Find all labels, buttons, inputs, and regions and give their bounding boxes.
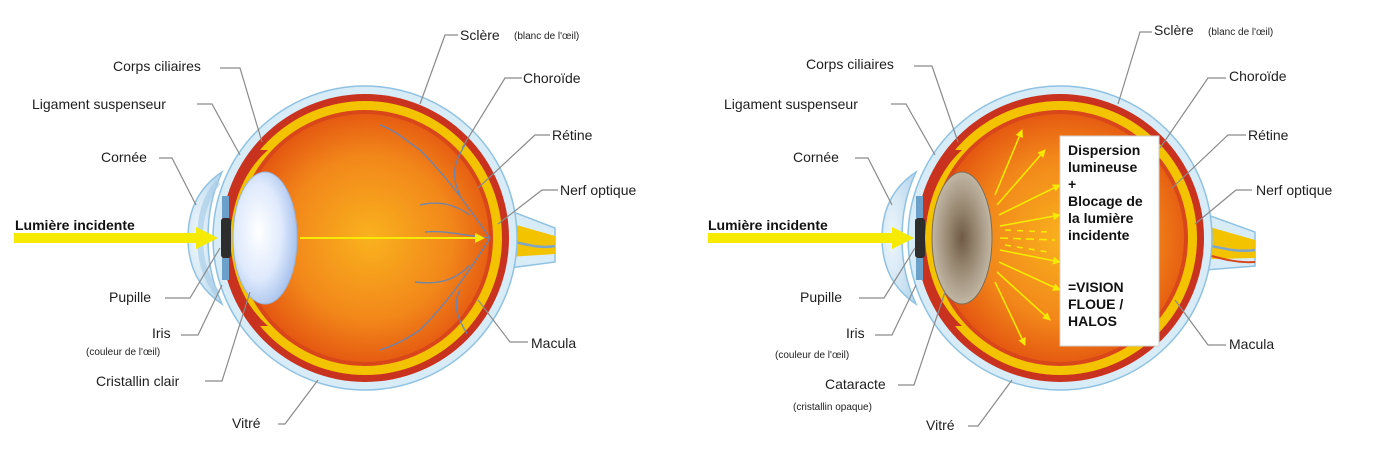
- right-cornea-label: Cornée: [793, 149, 839, 165]
- left-iris-note: (couleur de l'œil): [86, 347, 160, 358]
- right-pupil-label: Pupille: [800, 289, 842, 305]
- right-labels: Lumière incidente Sclère (blanc de l'œil…: [708, 22, 1332, 433]
- right-cataract-label: Cataracte: [825, 376, 886, 392]
- right-retina-label: Rétine: [1248, 127, 1289, 143]
- right-vitreous-label: Vitré: [926, 417, 955, 433]
- cataract-lens-shape: [931, 171, 993, 305]
- callout-line-1: Dispersion: [1068, 142, 1140, 158]
- left-sclera-note: (blanc de l'œil): [514, 31, 579, 42]
- callout-line-5: la lumière: [1068, 210, 1134, 226]
- ciliary-body: [222, 150, 268, 326]
- right-sclera-note: (blanc de l'œil): [1208, 27, 1273, 38]
- callout-box-background: [1059, 135, 1160, 347]
- left-macula-label: Macula: [531, 335, 576, 351]
- right-incident-light-label: Lumière incidente: [708, 217, 828, 233]
- ciliary-body-right: [916, 150, 962, 326]
- right-leader-lines: [855, 31, 1252, 427]
- retinal-vessels: [379, 124, 491, 351]
- left-choroid-label: Choroïde: [523, 70, 581, 86]
- iris-shape-right: [915, 218, 925, 258]
- scattered-light-rays: [994, 129, 1061, 346]
- left-incident-light-label: Lumière incidente: [15, 217, 135, 233]
- right-eye: [708, 85, 1256, 391]
- right-ciliary-label: Corps ciliaires: [806, 56, 894, 72]
- left-lens-label: Cristallin clair: [96, 373, 180, 389]
- right-optic-nerve-label: Nerf optique: [1256, 182, 1332, 198]
- callout-line-4: Blocage de: [1068, 193, 1143, 209]
- callout-box: Dispersion lumineuse + Blocage de la lum…: [1059, 135, 1160, 347]
- iris-shape: [221, 218, 231, 258]
- right-sclera-label: Sclère: [1154, 22, 1194, 38]
- left-ligament-label: Ligament suspenseur: [32, 96, 166, 112]
- left-iris-label: Iris: [152, 325, 171, 341]
- left-cornea-label: Cornée: [101, 149, 147, 165]
- callout-line-2: lumineuse: [1068, 159, 1137, 175]
- right-ligament-label: Ligament suspenseur: [724, 96, 858, 112]
- left-eye: [14, 85, 556, 391]
- left-sclera-label: Sclère: [460, 27, 500, 43]
- left-optic-nerve-label: Nerf optique: [560, 182, 636, 198]
- callout-line-9: FLOUE /: [1068, 296, 1123, 312]
- right-macula-label: Macula: [1229, 336, 1274, 352]
- left-retina-label: Rétine: [552, 127, 593, 143]
- lens-clear-shape: [232, 171, 298, 305]
- left-leader-lines: [159, 34, 558, 425]
- right-iris-label: Iris: [846, 325, 865, 341]
- left-labels: Lumière incidente Sclère (blanc de l'œil…: [15, 27, 636, 431]
- right-choroid-label: Choroïde: [1229, 68, 1287, 84]
- left-pupil-label: Pupille: [109, 289, 151, 305]
- callout-line-3: +: [1068, 176, 1076, 192]
- right-cataract-note: (cristallin opaque): [793, 402, 872, 413]
- right-iris-note: (couleur de l'œil): [775, 350, 849, 361]
- callout-line-6: incidente: [1068, 227, 1130, 243]
- left-vitreous-label: Vitré: [232, 415, 261, 431]
- callout-line-8: =VISION: [1068, 279, 1124, 295]
- left-ciliary-label: Corps ciliaires: [113, 58, 201, 74]
- callout-line-10: HALOS: [1068, 313, 1117, 329]
